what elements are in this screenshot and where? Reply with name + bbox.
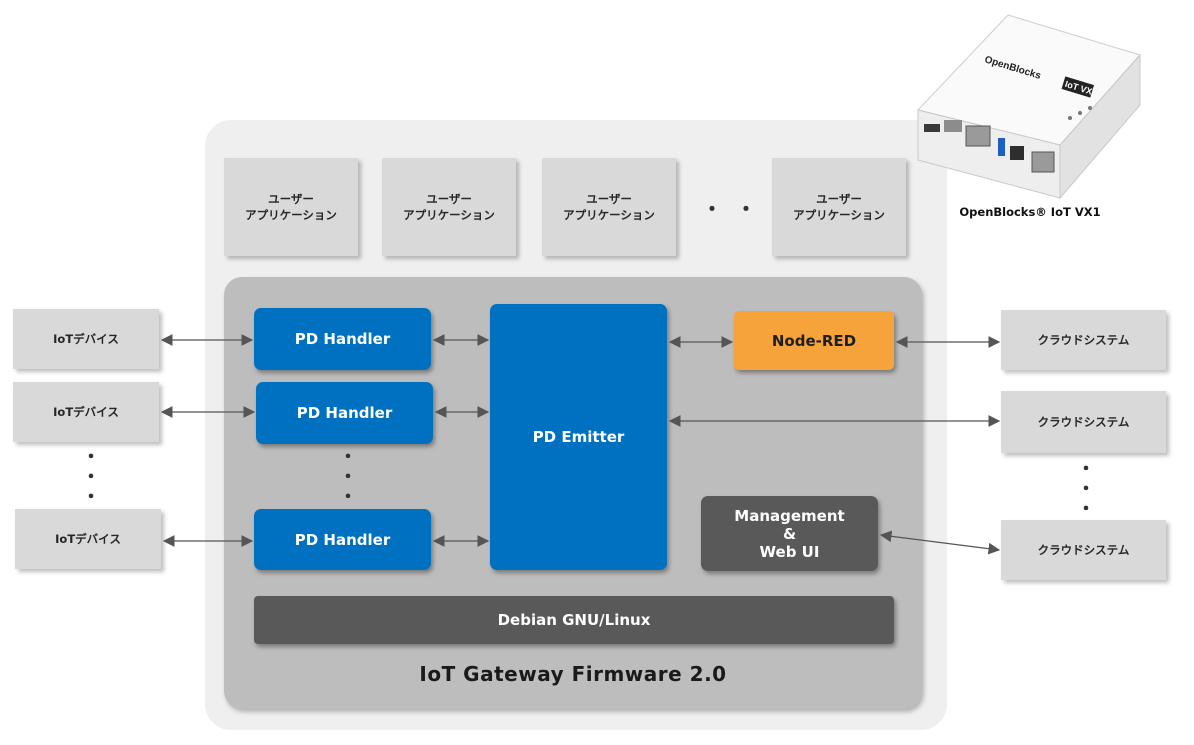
management-web-ui-box: Management & Web UI [701, 496, 878, 571]
device-caption: OpenBlocks® IoT VX1 [959, 205, 1101, 219]
pd-emitter-box: PD Emitter [490, 304, 667, 570]
cloud-system-box: クラウドシステム [1001, 310, 1166, 370]
iot-device-box: IoTデバイス [15, 509, 161, 569]
pd-handler-box: PD Handler [254, 509, 431, 570]
pd-handler-box: PD Handler [254, 308, 431, 370]
node-red-box: Node-RED [734, 311, 894, 370]
debian-linux-bar: Debian GNU/Linux [254, 596, 894, 644]
user-app-box: ユーザー アプリケーション [772, 158, 906, 256]
cloud-system-box: クラウドシステム [1001, 520, 1166, 580]
iot-device-box: IoTデバイス [13, 309, 159, 369]
user-app-box: ユーザー アプリケーション [382, 158, 516, 256]
cloud-system-box: クラウドシステム [1001, 391, 1166, 453]
arrow-management-cloud [879, 530, 1001, 555]
firmware-title: IoT Gateway Firmware 2.0 [419, 662, 727, 686]
openblocks-device-image: OpenBlocks IoT VX1 [917, 14, 1141, 200]
user-app-box: ユーザー アプリケーション [542, 158, 676, 256]
user-app-box: ユーザー アプリケーション [224, 158, 358, 256]
pd-handler-box: PD Handler [256, 382, 433, 444]
iot-device-box: IoTデバイス [13, 382, 159, 442]
